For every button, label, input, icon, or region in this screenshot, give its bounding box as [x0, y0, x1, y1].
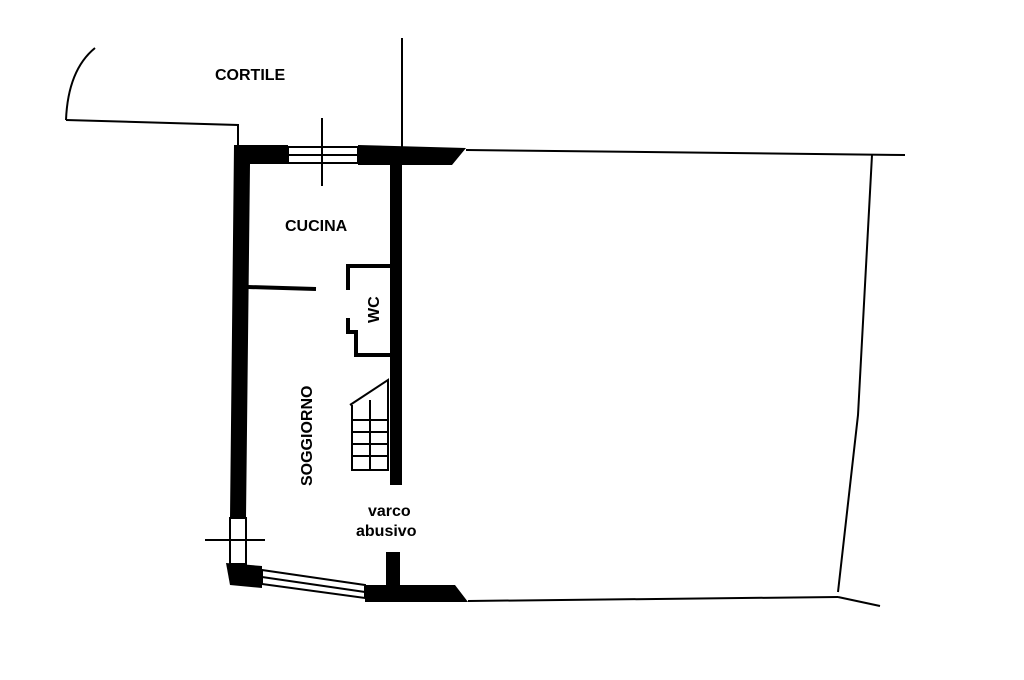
- interior-walls: [247, 264, 392, 357]
- room-label-cortile: CORTILE: [215, 67, 286, 84]
- room-label-wc: WC: [366, 296, 383, 323]
- room-label-soggiorno: SOGGIORNO: [299, 386, 316, 486]
- adjacent-property-outline: [465, 149, 906, 607]
- courtyard-boundary: [65, 38, 403, 148]
- room-label-cucina: CUCINA: [285, 218, 348, 235]
- windows: [205, 118, 366, 600]
- label-abusivo: abusivo: [356, 523, 417, 540]
- staircase: [349, 378, 389, 471]
- label-varco: varco: [368, 503, 411, 520]
- exterior-walls: [226, 145, 468, 602]
